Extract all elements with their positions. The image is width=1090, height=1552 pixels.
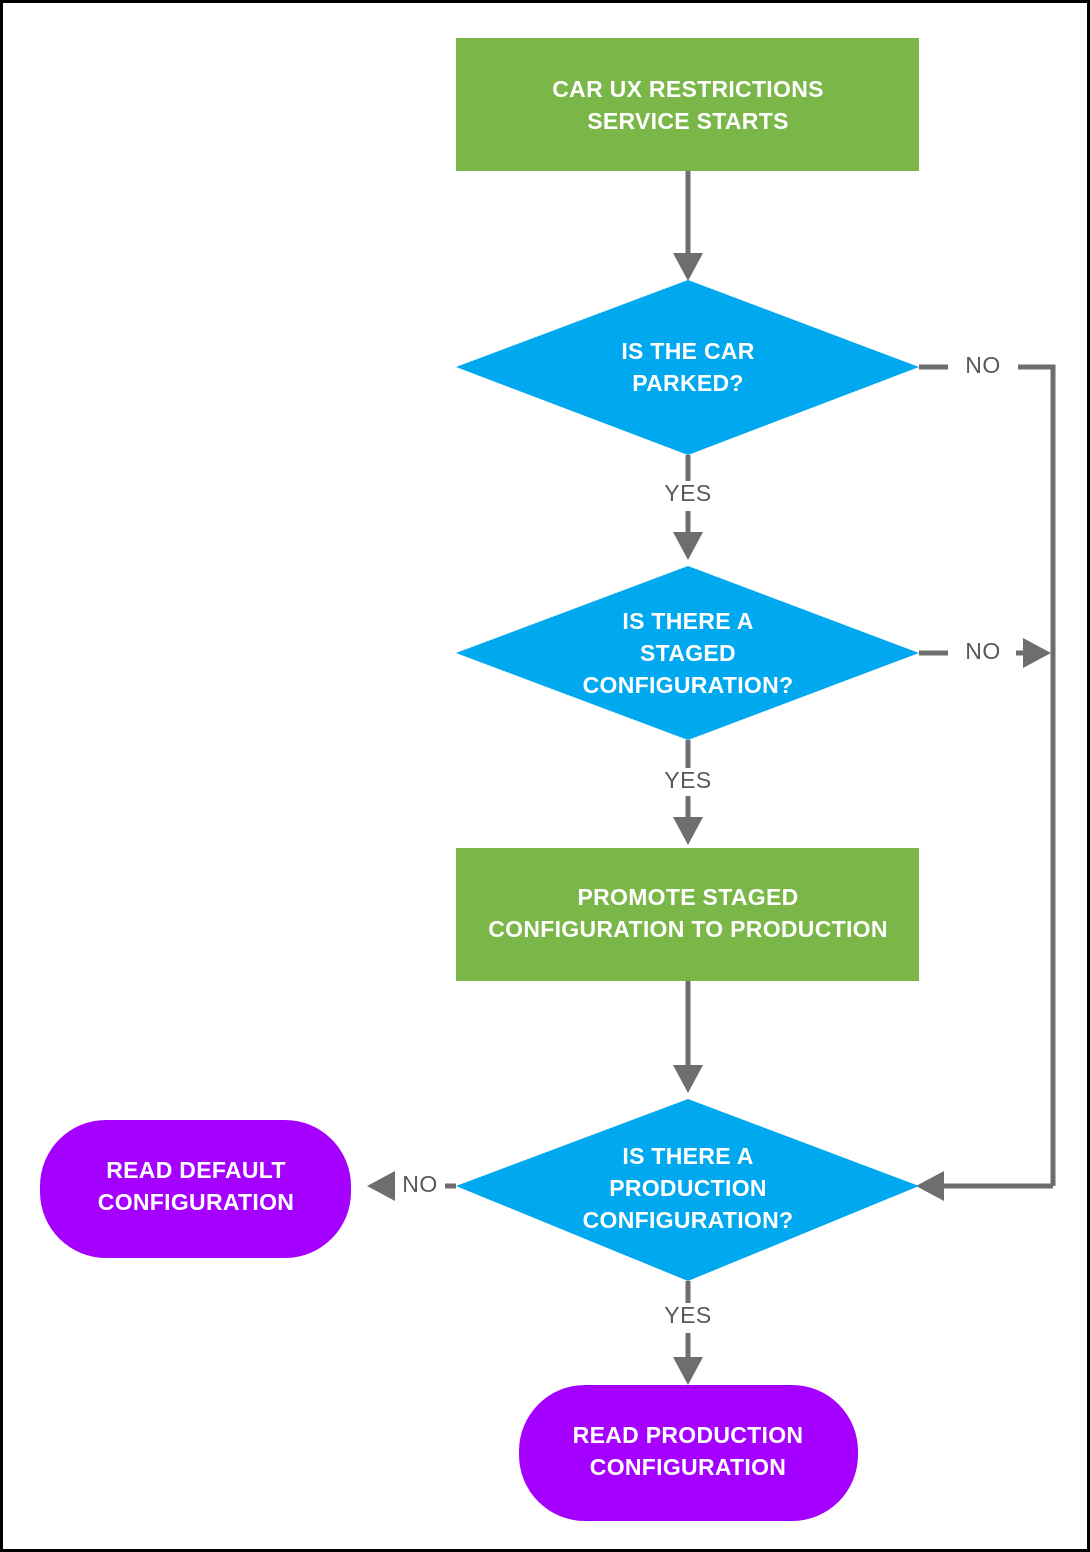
node-is-parked-line-2: PARKED? [632, 370, 744, 396]
edge-promote-to-production-check [673, 981, 703, 1093]
node-promote-line-1: PROMOTE STAGED [577, 884, 798, 910]
node-production-config-line-3: CONFIGURATION? [583, 1207, 794, 1233]
node-production-config-shape[interactable] [456, 1099, 919, 1281]
edge-label-production-no: NO [402, 1171, 438, 1197]
node-read-default-shape[interactable] [40, 1120, 351, 1258]
node-is-parked-line-1: IS THE CAR [621, 338, 754, 364]
node-staged-config[interactable]: IS THERE A STAGED CONFIGURATION? [456, 566, 919, 740]
node-read-default-line-2: CONFIGURATION [98, 1189, 294, 1215]
edge-label-parked-yes: YES [664, 480, 712, 506]
edge-production-yes: YES [664, 1281, 712, 1385]
node-start-shape[interactable] [456, 38, 919, 171]
edge-staged-yes: YES [664, 740, 712, 845]
edge-parked-yes: YES [664, 455, 712, 560]
node-read-default[interactable]: READ DEFAULT CONFIGURATION [40, 1120, 351, 1258]
edge-production-no: NO [367, 1171, 456, 1201]
edge-parked-no: NO [919, 352, 1056, 1186]
node-staged-config-line-2: STAGED [640, 640, 736, 666]
node-is-parked[interactable]: IS THE CAR PARKED? [456, 280, 919, 455]
node-read-default-line-1: READ DEFAULT [106, 1157, 286, 1183]
node-production-config-line-1: IS THERE A [622, 1143, 753, 1169]
node-start[interactable]: CAR UX RESTRICTIONS SERVICE STARTS [456, 38, 919, 171]
flowchart-svg: YES NO YES NO [40, 38, 1056, 1521]
node-start-line-1: CAR UX RESTRICTIONS [552, 76, 824, 102]
node-staged-config-line-3: CONFIGURATION? [583, 672, 794, 698]
node-staged-config-line-1: IS THERE A [622, 608, 753, 634]
node-read-production-line-1: READ PRODUCTION [573, 1422, 804, 1448]
node-read-production-line-2: CONFIGURATION [590, 1454, 786, 1480]
node-production-config-line-2: PRODUCTION [609, 1175, 767, 1201]
node-read-production[interactable]: READ PRODUCTION CONFIGURATION [519, 1385, 858, 1521]
node-promote-line-2: CONFIGURATION TO PRODUCTION [488, 916, 888, 942]
node-is-parked-shape[interactable] [456, 280, 919, 455]
node-promote[interactable]: PROMOTE STAGED CONFIGURATION TO PRODUCTI… [456, 848, 919, 981]
node-promote-shape[interactable] [456, 848, 919, 981]
edge-label-parked-no: NO [965, 352, 1001, 378]
edge-bus-to-production-check [916, 1171, 1053, 1201]
edge-start-to-parked [673, 171, 703, 281]
edge-staged-no: NO [919, 638, 1051, 668]
node-production-config[interactable]: IS THERE A PRODUCTION CONFIGURATION? [456, 1099, 919, 1281]
edge-label-staged-no: NO [965, 638, 1001, 664]
node-staged-config-shape[interactable] [456, 566, 919, 740]
node-read-production-shape[interactable] [519, 1385, 858, 1521]
edge-label-production-yes: YES [664, 1302, 712, 1328]
edge-label-staged-yes: YES [664, 767, 712, 793]
node-start-line-2: SERVICE STARTS [587, 108, 788, 134]
